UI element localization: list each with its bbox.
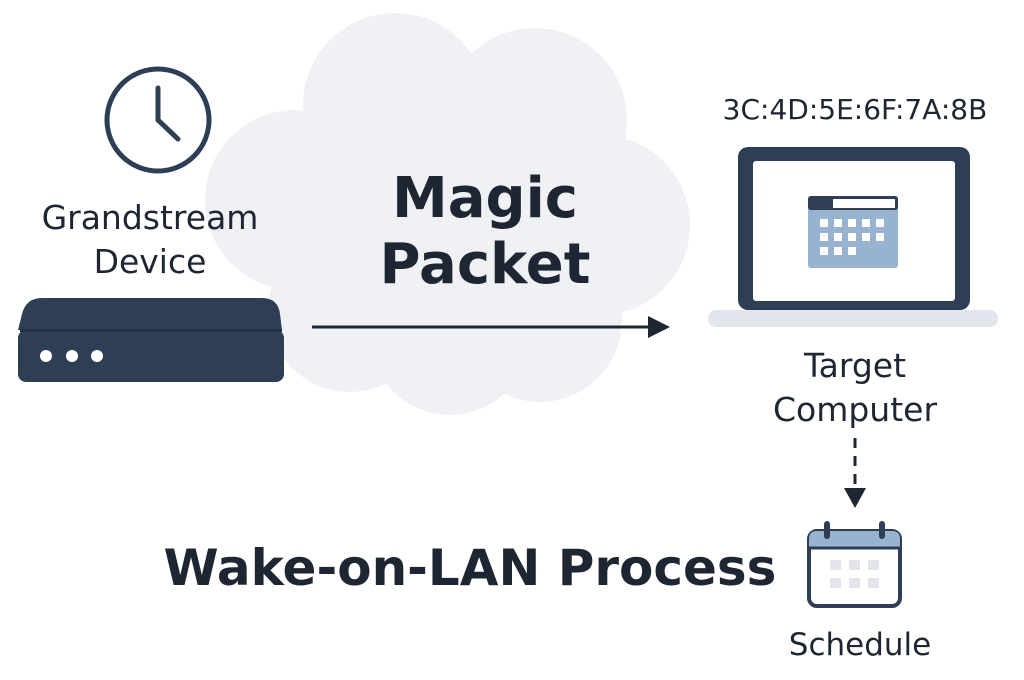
target-label-line2: Computer: [772, 390, 938, 429]
clock-icon: [104, 66, 212, 174]
device-label: Grandstream Device: [0, 196, 300, 284]
laptop-icon: [708, 147, 998, 327]
device-label-line1: Grandstream: [41, 198, 259, 237]
device-label-line2: Device: [93, 242, 207, 281]
mac-address: 3C:4D:5E:6F:7A:8B: [722, 93, 988, 126]
diagram-title: Wake-on-LAN Process: [163, 539, 777, 597]
cloud-shape: [205, 13, 690, 415]
schedule-arrow: [844, 438, 866, 508]
target-label-line1: Target: [803, 346, 907, 385]
packet-label-line1: Magic: [392, 166, 578, 231]
network-device-icon: [18, 298, 284, 382]
calendar-app-icon: [808, 196, 898, 268]
packet-label: Magic Packet: [330, 166, 640, 298]
schedule-label: Schedule: [788, 627, 932, 663]
target-label: Target Computer: [700, 344, 1010, 432]
packet-label-line2: Packet: [379, 232, 591, 297]
packet-arrow: [312, 316, 670, 338]
calendar-icon: [807, 521, 902, 608]
